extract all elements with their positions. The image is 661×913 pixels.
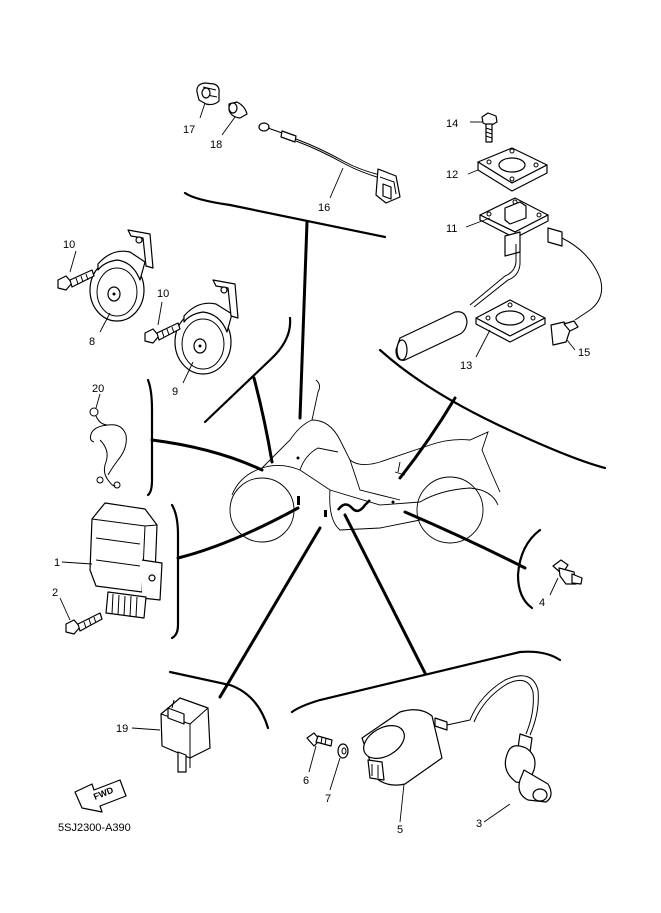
callout-6: 6: [303, 775, 309, 787]
washer-part-7: [337, 743, 349, 759]
bolt-part-15: [481, 112, 498, 143]
horn-part-9: [174, 279, 239, 375]
callout-10b: 10: [157, 288, 169, 300]
callout-9: 9: [172, 386, 178, 398]
callout-7: 7: [325, 793, 331, 805]
callout-8: 8: [89, 336, 95, 348]
callout-5: 5: [397, 824, 403, 836]
plate-part-13: [477, 147, 548, 192]
connector-11: [218, 526, 322, 699]
callout-10a: 10: [63, 239, 75, 251]
leader-lines: [59, 102, 576, 823]
switch-part-4: [552, 559, 583, 585]
bolt-part-6: [306, 732, 333, 747]
callout-1: 1: [54, 557, 60, 569]
diagram-code: 5SJ2300-A390: [58, 822, 131, 834]
callout-18: 17: [183, 124, 195, 136]
callout-19: 18: [210, 139, 222, 151]
connector-lines: [150, 220, 527, 699]
callout-17: 16: [318, 202, 330, 214]
plug-cap-part-3: [469, 675, 552, 803]
bolt-part-10b: [144, 322, 181, 344]
connector-4: [403, 510, 527, 570]
callout-2: 2: [52, 587, 58, 599]
callout-3: 3: [476, 818, 482, 830]
connector-5: [343, 513, 427, 675]
connector-17: [298, 220, 309, 420]
clamp-part-18: [196, 82, 220, 106]
fuel-sender-part-12: [469, 197, 603, 321]
connector-14: [398, 396, 457, 480]
callout-12: 11: [446, 223, 457, 235]
bolt-part-2: [65, 612, 103, 635]
callout-20: 20: [92, 383, 104, 395]
fwd-arrow-icon: FWD: [74, 779, 127, 813]
horn-part-8: [89, 229, 154, 322]
connector-part-16: [550, 320, 579, 346]
callouts: 17 18 16 14 12 11 13 15 10 8 10 9 20 1 2…: [52, 118, 590, 836]
bolt-part-10a: [57, 269, 95, 291]
zone-brackets: [146, 191, 607, 730]
callout-14: 13: [460, 360, 472, 372]
callout-13: 12: [446, 169, 458, 181]
ignition-coil-part-5: [361, 709, 471, 786]
collar-part-19: [228, 101, 248, 119]
connector-20: [150, 438, 264, 472]
connector-horn: [252, 376, 274, 464]
relay-part-11: [160, 697, 211, 773]
cdi-unit-part-1: [89, 502, 163, 619]
callout-16: 15: [578, 347, 590, 359]
float-part: [395, 311, 468, 361]
callout-15: 14: [446, 118, 458, 130]
connector-1: [176, 506, 300, 560]
wire-clamp-part-20: [89, 407, 127, 489]
gasket-part-14: [475, 299, 546, 343]
lead-wire-part-17: [258, 122, 401, 204]
callout-11: 19: [116, 723, 128, 735]
motorcycle-outline: [229, 379, 501, 544]
callout-4: 4: [539, 597, 545, 609]
